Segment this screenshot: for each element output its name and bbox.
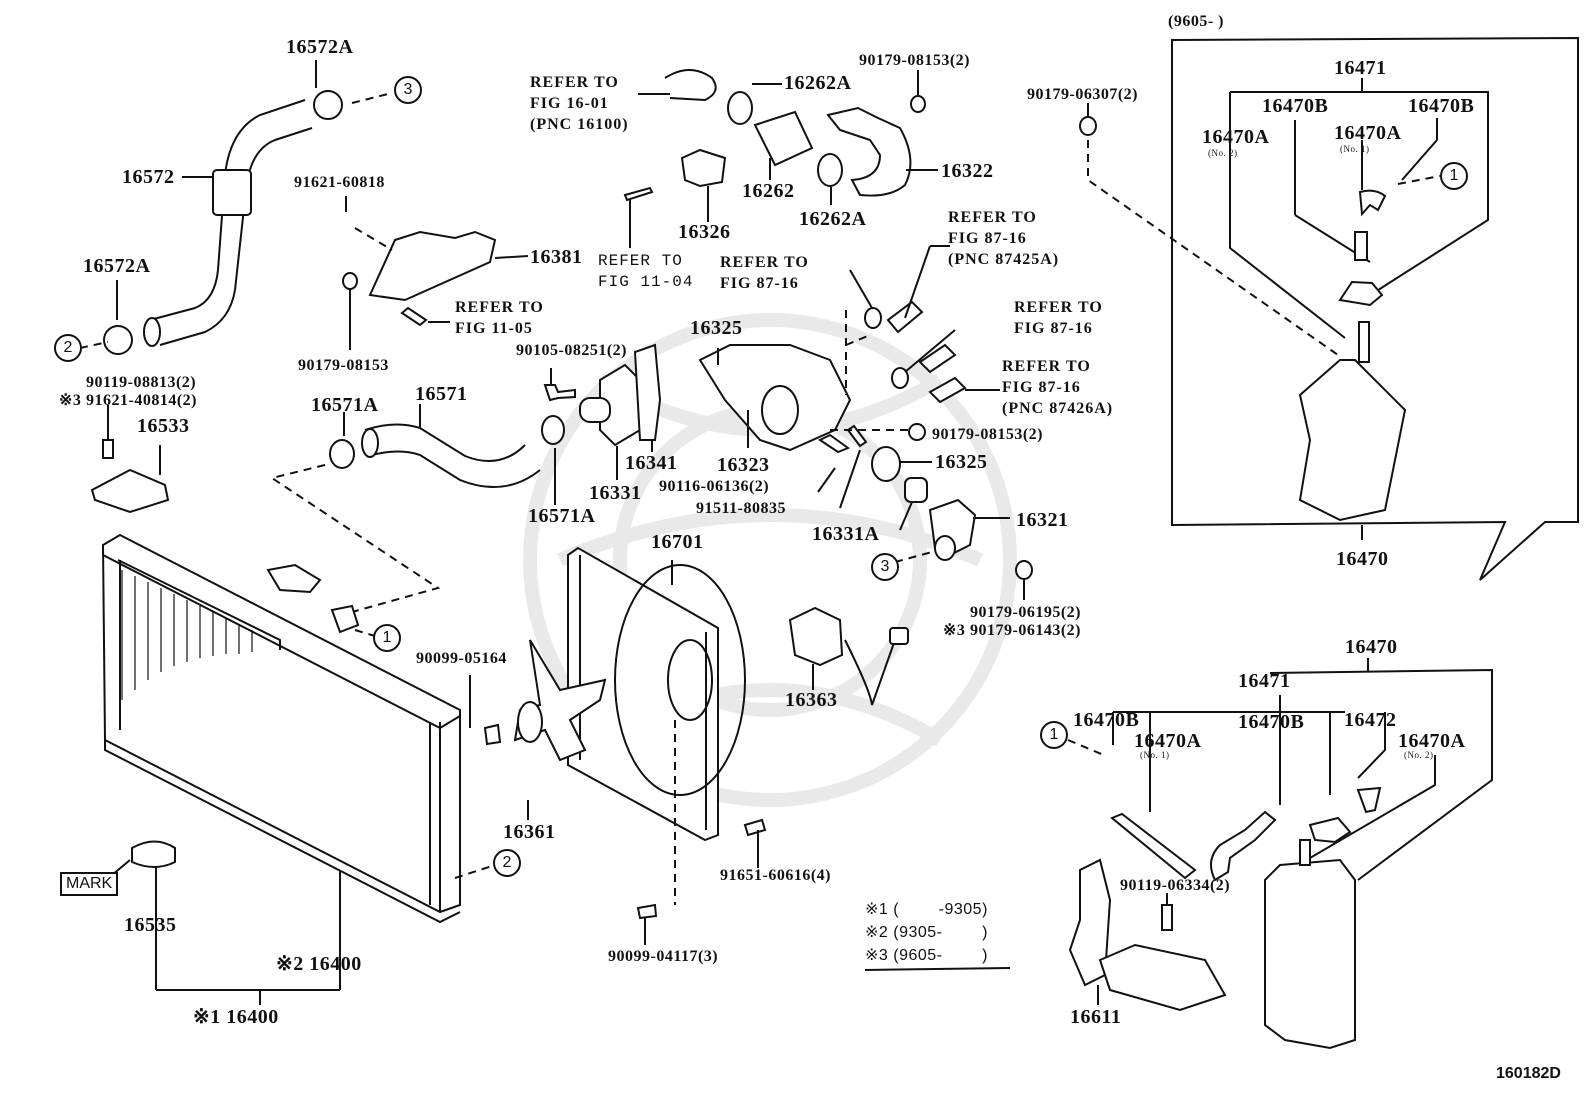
refer-fig-87-16[interactable]: REFER TO FIG 87-16 [1014, 299, 1103, 337]
part-label-16400-note1[interactable]: ※1 16400 [193, 1006, 279, 1028]
part-label-16572A[interactable]: 16572A [83, 255, 151, 277]
callout-2-radiator[interactable]: 2 [493, 849, 521, 877]
part-label-16325-ring[interactable]: 16325 [935, 451, 988, 473]
part-label-90099-05164[interactable]: 90099-05164 [416, 650, 507, 667]
refer-fig-87-16-pnc-87426a[interactable]: REFER TO FIG 87-16 (PNC 87426A) [1002, 358, 1114, 417]
water-outlet-pipe-drawing [623, 69, 938, 248]
part-label-90119-08813[interactable]: 90119-08813(2) [86, 374, 197, 391]
part-label-16323[interactable]: 16323 [717, 454, 770, 476]
part-label-90179-06195[interactable]: 90179-06195(2) [970, 604, 1081, 621]
part-label-90179-06307[interactable]: 90179-06307(2) [1027, 86, 1138, 103]
part-label-90179-08153[interactable]: 90179-08153 [298, 357, 389, 374]
refer-fig-11-05[interactable]: REFER TO FIG 11-05 [455, 299, 544, 337]
fan-shroud-drawing [469, 546, 909, 945]
part-label-90179-08153-2[interactable]: 90179-08153(2) [932, 426, 1043, 443]
part-label-16381[interactable]: 16381 [530, 246, 583, 268]
radiator-drawing [101, 533, 493, 1005]
lower-label-16470A-no2[interactable]: 16470A [1398, 730, 1466, 752]
part-label-16262A[interactable]: 16262A [799, 208, 867, 230]
legend-note-2: ※2 (9305- ) [865, 924, 988, 941]
lower-label-16470B[interactable]: 16470B [1238, 711, 1305, 733]
note-mark-3: ※3 [59, 392, 82, 409]
part-label-90116-06136[interactable]: 90116-06136(2) [659, 478, 770, 495]
part-label-91621-40814[interactable]: 91621-40814(2) [86, 392, 197, 409]
inset-sub-no1: (No. 1) [1340, 144, 1370, 154]
part-label-16262A[interactable]: 16262A [784, 72, 852, 94]
lower-label-16472[interactable]: 16472 [1344, 709, 1397, 731]
part-label-16321[interactable]: 16321 [1016, 509, 1069, 531]
part-label-16341[interactable]: 16341 [625, 452, 678, 474]
part-label-91621-60818[interactable]: 91621-60818 [294, 174, 385, 191]
callout-3-top[interactable]: 3 [394, 76, 422, 104]
part-label-16611[interactable]: 16611 [1070, 1006, 1122, 1028]
part-label-16361[interactable]: 16361 [503, 821, 556, 843]
part-label-16571A[interactable]: 16571A [528, 505, 596, 527]
part-label-16533[interactable]: 16533 [137, 415, 190, 437]
upper-radiator-hose-drawing [79, 60, 393, 355]
lower-label-16470[interactable]: 16470 [1345, 636, 1398, 658]
part-label-90179-06143[interactable]: 90179-06143(2) [970, 622, 1081, 639]
part-label-16322[interactable]: 16322 [941, 160, 994, 182]
inset-label-16470B[interactable]: 16470B [1262, 95, 1329, 117]
part-label-16400-note2[interactable]: ※2 16400 [276, 953, 362, 975]
refer-fig-87-16[interactable]: REFER TO FIG 87-16 [720, 254, 809, 292]
lower-sub-no2: (No. 2) [1404, 750, 1434, 760]
legend-underline [864, 967, 1011, 971]
part-label-90119-06334[interactable]: 90119-06334(2) [1120, 877, 1231, 894]
part-label-90099-04117[interactable]: 90099-04117(3) [608, 948, 719, 965]
hose-refs-drawing [845, 245, 1000, 441]
water-inlet-drawing [543, 343, 662, 480]
note-mark-3: ※3 [943, 622, 966, 639]
lower-label-16470A-no1[interactable]: 16470A [1134, 730, 1202, 752]
part-label-16701[interactable]: 16701 [651, 531, 704, 553]
part-label-16363[interactable]: 16363 [785, 689, 838, 711]
water-outlet-housing-drawing [698, 310, 1033, 600]
bracket-16381-drawing [342, 196, 529, 350]
inset-label-16471[interactable]: 16471 [1334, 57, 1387, 79]
part-label-16571A[interactable]: 16571A [311, 394, 379, 416]
legend-note-1: ※1 ( -9305) [865, 901, 988, 918]
part-label-91651-60616[interactable]: 91651-60616(4) [720, 867, 831, 884]
legend-note-3: ※3 (9605- ) [865, 947, 988, 964]
lower-sub-no1: (No. 1) [1140, 750, 1170, 760]
inset-label-16470B[interactable]: 16470B [1408, 95, 1475, 117]
part-label-16262[interactable]: 16262 [742, 180, 795, 202]
callout-3-outlet[interactable]: 3 [871, 553, 899, 581]
figure-number: 160182D [1496, 1065, 1561, 1082]
inset-sub-no2: (No. 2) [1208, 148, 1238, 158]
part-label-90105-08251[interactable]: 90105-08251(2) [516, 342, 627, 359]
part-label-16326[interactable]: 16326 [678, 221, 731, 243]
inset-label-16470A-no1[interactable]: 16470A [1334, 122, 1402, 144]
callout-2-left[interactable]: 2 [54, 334, 82, 362]
part-label-16325[interactable]: 16325 [690, 317, 743, 339]
part-label-16572A[interactable]: 16572A [286, 36, 354, 58]
lower-label-16470B[interactable]: 16470B [1073, 709, 1140, 731]
part-label-16571[interactable]: 16571 [415, 383, 468, 405]
part-label-16572[interactable]: 16572 [122, 166, 175, 188]
bracket-16533-drawing [90, 405, 170, 514]
lower-radiator-hose-drawing [269, 404, 565, 613]
callout-1-inset[interactable]: 1 [1440, 162, 1468, 190]
refer-fig-16-01[interactable]: REFER TO FIG 16-01 (PNC 16100) [530, 74, 629, 133]
refer-fig-11-04[interactable]: REFER TO FIG 11-04 [598, 252, 694, 291]
part-label-91511-80835[interactable]: 91511-80835 [696, 500, 786, 517]
inset-date-range: (9605- ) [1168, 13, 1224, 30]
mark-label: MARK [60, 872, 119, 896]
reservoir-inset-drawing [1079, 36, 1579, 581]
callout-1-lower[interactable]: 1 [1040, 721, 1068, 749]
callout-1-radiator[interactable]: 1 [373, 624, 401, 652]
refer-fig-87-16-pnc-87425a[interactable]: REFER TO FIG 87-16 (PNC 87425A) [948, 209, 1060, 268]
inset-label-16470A-no2[interactable]: 16470A [1202, 126, 1270, 148]
reservoir-lower-drawing [1067, 658, 1493, 1050]
part-label-16331A[interactable]: 16331A [812, 523, 880, 545]
part-label-16535[interactable]: 16535 [124, 914, 177, 936]
inset-label-16470[interactable]: 16470 [1336, 548, 1389, 570]
part-label-90179-08153-2[interactable]: 90179-08153(2) [859, 52, 970, 69]
lower-label-16471[interactable]: 16471 [1238, 670, 1291, 692]
part-label-16331[interactable]: 16331 [589, 482, 642, 504]
